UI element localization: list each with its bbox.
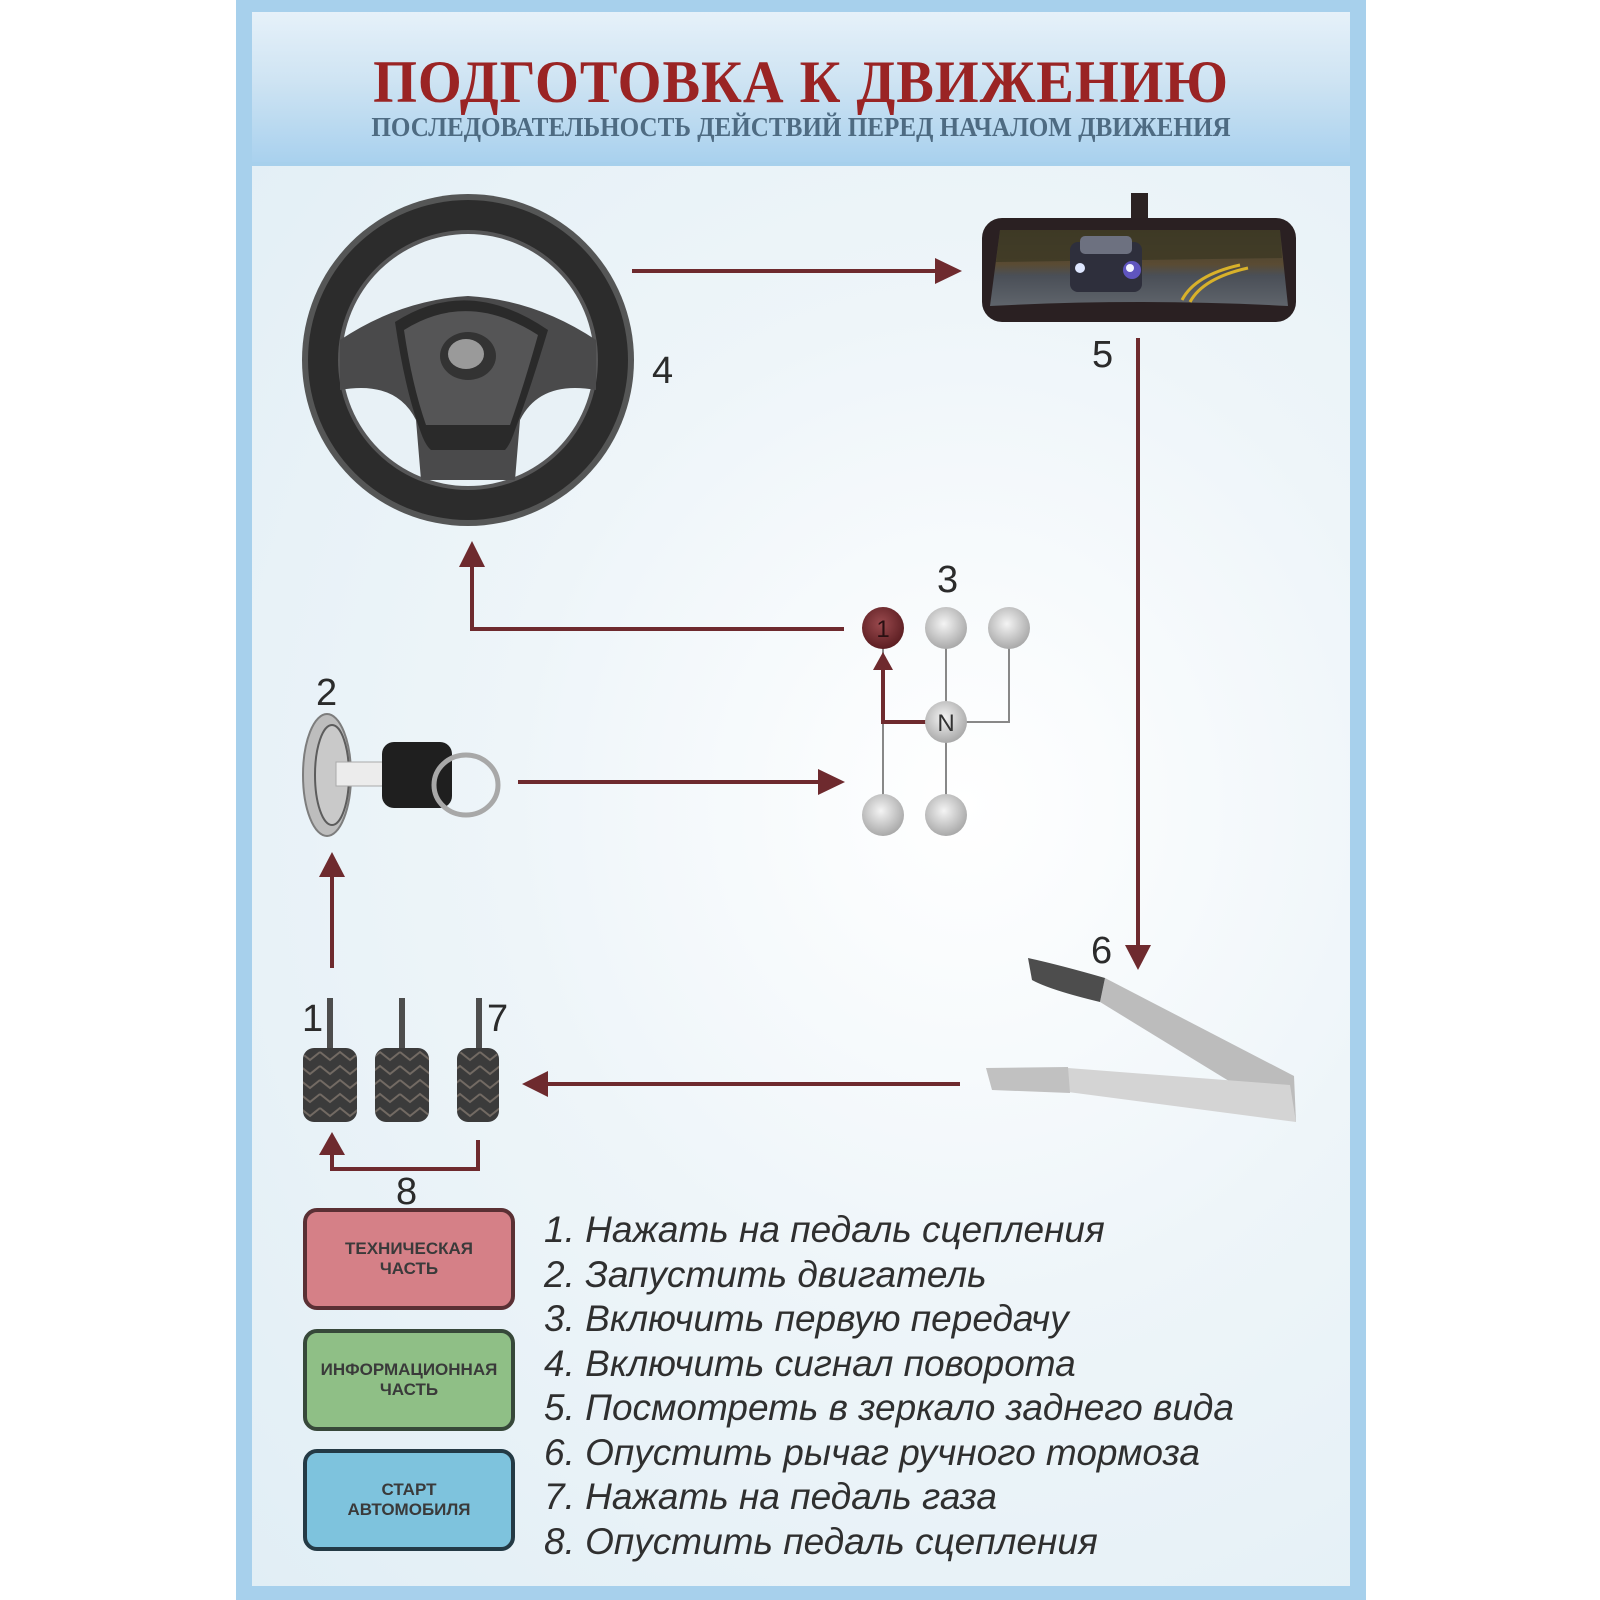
legend-label: ИНФОРМАЦИОННАЯ ЧАСТЬ <box>320 1360 498 1399</box>
label-step-2: 2 <box>316 672 337 714</box>
page-subtitle: ПОСЛЕДОВАТЕЛЬНОСТЬ ДЕЙСТВИЙ ПЕРЕД НАЧАЛО… <box>371 112 1231 142</box>
gear-neutral-button <box>925 701 967 743</box>
rearview-mirror-icon <box>982 193 1296 322</box>
step-item: 8. Опустить педаль сцепления <box>544 1520 1098 1562</box>
legend-label: ТЕХНИЧЕСКАЯ ЧАСТЬ <box>345 1239 473 1278</box>
label-step-7: 7 <box>487 998 508 1040</box>
arrow-gearbox-to-wheel <box>470 565 844 631</box>
legend-technical-part: ТЕХНИЧЕСКАЯ ЧАСТЬ <box>303 1208 515 1310</box>
handbrake-lever-icon <box>986 958 1296 1122</box>
step-item: 4. Включить сигнал поворота <box>544 1342 1076 1384</box>
label-step-3: 3 <box>937 559 958 601</box>
header: ПОДГОТОВКА К ДВИЖЕНИЮ ПОСЛЕДОВАТЕЛЬНОСТЬ… <box>252 12 1350 162</box>
step-item: 2. Запустить двигатель <box>544 1253 987 1295</box>
label-step-5: 5 <box>1092 334 1113 376</box>
ignition-key-icon <box>302 713 501 837</box>
arrow-gas-to-clutch <box>330 1140 480 1171</box>
page-title: ПОДГОТОВКА К ДВИЖЕНИЮ <box>373 49 1229 115</box>
flow-arrows <box>319 258 1151 1171</box>
gear-neutral-label: N <box>937 710 954 737</box>
label-step-1: 1 <box>302 998 323 1040</box>
gear-shift-pattern-icon <box>862 607 1030 836</box>
pedals-icon <box>303 998 499 1122</box>
label-step-4: 4 <box>652 350 673 392</box>
steering-wheel-icon <box>302 194 634 526</box>
gear-first-label: 1 <box>876 616 889 643</box>
step-item: 5. Посмотреть в зеркало заднего вида <box>544 1387 1234 1428</box>
step-item: 7. Нажать на педаль газа <box>544 1476 997 1517</box>
step-item: 6. Опустить рычаг ручного тормоза <box>544 1431 1200 1473</box>
label-step-8: 8 <box>396 1171 417 1213</box>
steps-list: 1. Нажать на педаль сцепления 2. Запусти… <box>544 1208 1234 1564</box>
gear-first-button <box>862 607 904 649</box>
legend-car-start: СТАРТ АВТОМОБИЛЯ <box>303 1449 515 1551</box>
step-item: 3. Включить первую передачу <box>544 1298 1069 1339</box>
legend-label: СТАРТ АВТОМОБИЛЯ <box>347 1480 471 1519</box>
legend-information-part: ИНФОРМАЦИОННАЯ ЧАСТЬ <box>303 1329 515 1431</box>
step-item: 1. Нажать на педаль сцепления <box>544 1209 1105 1250</box>
label-step-6: 6 <box>1091 930 1112 972</box>
